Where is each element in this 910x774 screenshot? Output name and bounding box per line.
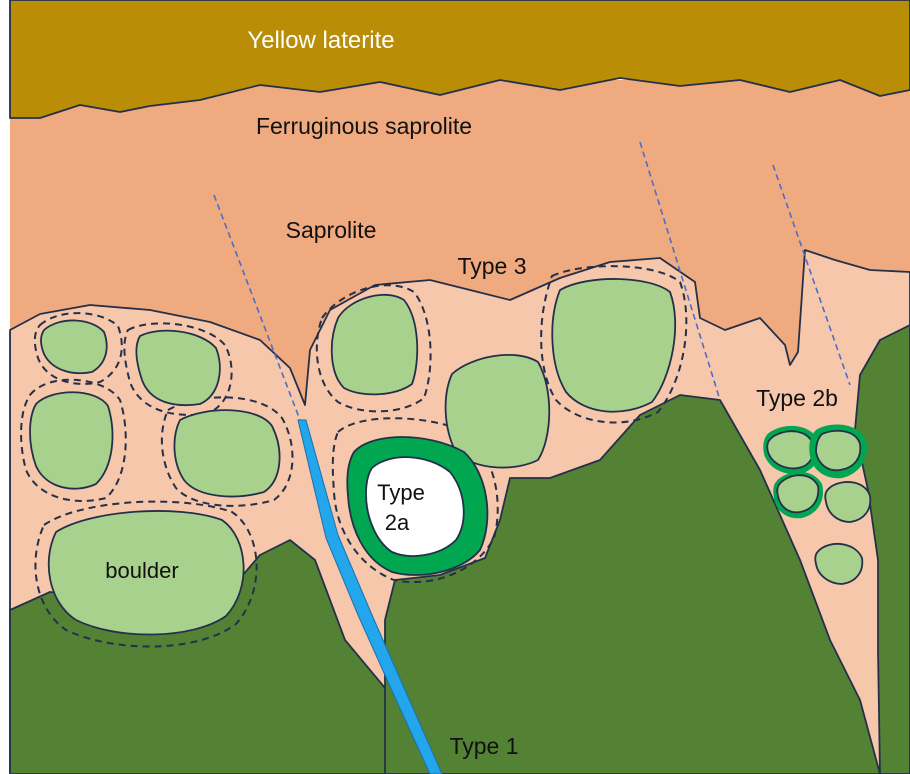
type-2b-label: Type 2b	[756, 385, 838, 411]
type-2a-core	[366, 457, 464, 556]
boulder	[777, 475, 818, 512]
type-3-label: Type 3	[457, 253, 526, 279]
boulder	[174, 410, 279, 496]
boulder	[332, 295, 418, 395]
boulder	[816, 431, 860, 470]
boulder	[552, 279, 675, 412]
ferruginous-saprolite-label: Ferruginous saprolite	[256, 113, 472, 139]
type-2a-label-line2: 2a	[385, 510, 410, 535]
yellow-laterite-label: Yellow laterite	[247, 27, 394, 54]
saprolite-label: Saprolite	[286, 217, 377, 243]
type-1-label: Type 1	[449, 733, 518, 759]
boulder-label: boulder	[105, 558, 178, 583]
type-2a-label-line1: Type	[377, 480, 425, 505]
boulder	[30, 392, 112, 488]
